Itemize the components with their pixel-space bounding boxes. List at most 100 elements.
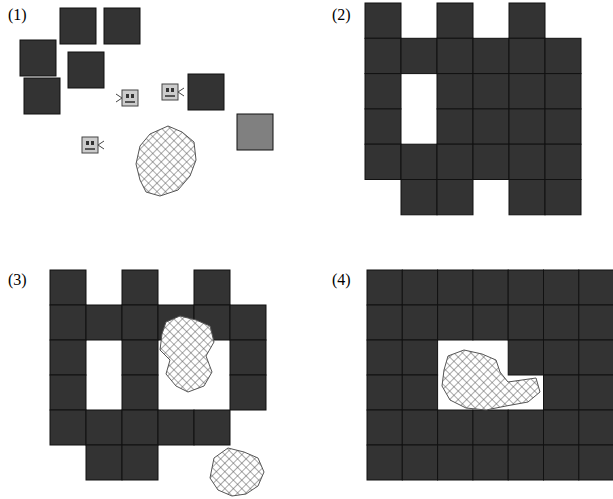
block (365, 38, 401, 73)
block (579, 270, 613, 305)
block (544, 375, 579, 410)
block (158, 410, 194, 445)
block (68, 52, 104, 88)
block (50, 410, 86, 445)
block (473, 74, 509, 109)
block (367, 305, 402, 340)
block (122, 375, 158, 410)
block (122, 410, 158, 445)
block (473, 270, 508, 305)
block (194, 270, 230, 305)
block (188, 74, 224, 110)
block (508, 340, 543, 375)
block (473, 410, 508, 445)
block (24, 78, 60, 114)
block (508, 270, 543, 305)
block (579, 445, 613, 480)
block (545, 144, 581, 179)
block (367, 445, 402, 480)
block (367, 270, 402, 305)
block-cells (20, 3, 613, 480)
block (365, 3, 401, 38)
block (438, 410, 473, 445)
block (509, 180, 545, 215)
block (437, 74, 473, 109)
block (437, 180, 473, 215)
block (367, 375, 402, 410)
block (473, 445, 508, 480)
block (579, 375, 613, 410)
robot-icon (82, 137, 104, 153)
block (437, 109, 473, 144)
block (509, 144, 545, 179)
block (20, 40, 56, 76)
robot-icon (116, 90, 138, 106)
block (402, 340, 437, 375)
block (544, 305, 579, 340)
block (473, 38, 509, 73)
block (401, 38, 437, 73)
block (367, 410, 402, 445)
obstacles (136, 126, 540, 496)
block (509, 38, 545, 73)
block (579, 340, 613, 375)
block (544, 340, 579, 375)
block (579, 305, 613, 340)
block (545, 180, 581, 215)
block (122, 305, 158, 340)
block (86, 410, 122, 445)
block (401, 144, 437, 179)
panel-label: (2) (332, 7, 351, 23)
block (122, 270, 158, 305)
block (473, 109, 509, 144)
block (237, 114, 273, 150)
block (230, 305, 266, 340)
block (508, 410, 543, 445)
panel-label: (1) (8, 7, 27, 23)
block (545, 109, 581, 144)
block (104, 8, 140, 44)
block (544, 270, 579, 305)
block (545, 74, 581, 109)
block (473, 144, 509, 179)
block (365, 74, 401, 109)
block (402, 410, 437, 445)
block (473, 305, 508, 340)
block (50, 375, 86, 410)
block (401, 180, 437, 215)
block (230, 375, 266, 410)
block (365, 109, 401, 144)
block (367, 340, 402, 375)
block (437, 144, 473, 179)
block (438, 305, 473, 340)
block (509, 74, 545, 109)
block (50, 305, 86, 340)
block (194, 410, 230, 445)
block (230, 340, 266, 375)
block (544, 445, 579, 480)
block (60, 8, 96, 44)
block (437, 38, 473, 73)
block (438, 270, 473, 305)
block (579, 410, 613, 445)
block (545, 38, 581, 73)
block (365, 144, 401, 179)
block (508, 445, 543, 480)
block (50, 340, 86, 375)
block (437, 3, 473, 38)
block (50, 270, 86, 305)
block (544, 410, 579, 445)
block (509, 3, 545, 38)
block (402, 445, 437, 480)
robot-icon (162, 84, 184, 100)
block (509, 109, 545, 144)
panel-label: (4) (332, 272, 351, 288)
block (402, 270, 437, 305)
block (508, 305, 543, 340)
block (438, 445, 473, 480)
block (86, 305, 122, 340)
block (402, 305, 437, 340)
block (122, 340, 158, 375)
block (86, 445, 122, 480)
